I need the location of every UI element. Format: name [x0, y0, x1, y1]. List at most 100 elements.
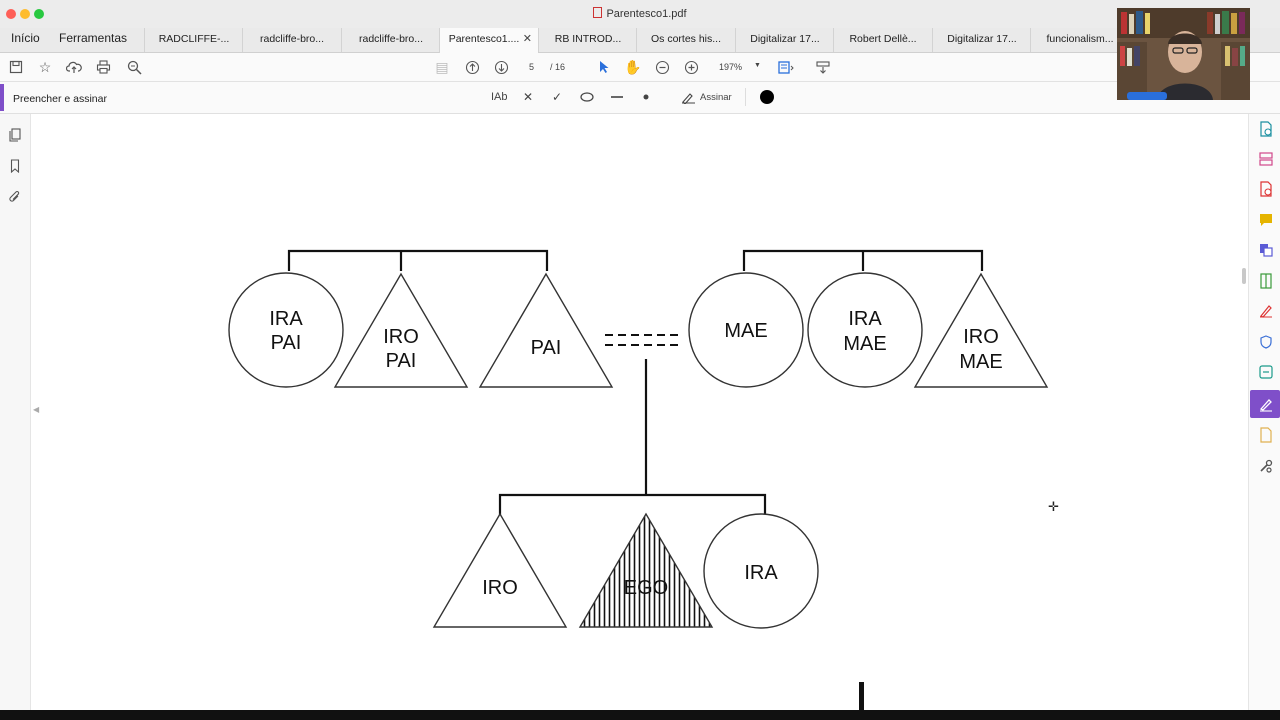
zoom-window-button[interactable]	[34, 9, 44, 19]
bookmark-icon[interactable]	[7, 158, 23, 174]
select-cursor-icon[interactable]	[594, 57, 614, 77]
doc-tab[interactable]: Robert Dellè...	[833, 28, 932, 52]
doc-tab[interactable]: Digitalizar 17...	[735, 28, 834, 52]
label-iro-mae-2: MAE	[959, 351, 1002, 373]
request-signature-icon[interactable]	[1258, 427, 1274, 443]
doc-tab[interactable]: RB INTROD...	[538, 28, 637, 52]
doc-tab[interactable]: RADCLIFFE-...	[144, 28, 243, 52]
compress-icon[interactable]	[1258, 273, 1274, 289]
attachment-icon[interactable]	[7, 189, 23, 205]
node-pai-triangle	[478, 272, 614, 388]
mother-sibling-bracket	[742, 249, 984, 271]
divider	[745, 88, 746, 106]
title-bar: Parentesco1.pdf	[0, 0, 1280, 29]
left-sidebar	[0, 114, 31, 720]
node-mae-circle	[688, 272, 804, 388]
label-pai: PAI	[531, 337, 562, 359]
fit-page-icon[interactable]	[776, 57, 796, 77]
ink-color-swatch[interactable]	[760, 90, 774, 104]
pdf-file-icon	[593, 7, 603, 18]
close-tab-icon[interactable]: ✕	[522, 33, 532, 45]
save-icon[interactable]	[6, 57, 26, 77]
marriage-symbol	[605, 334, 682, 346]
vertical-scrollbar[interactable]	[1242, 268, 1246, 284]
label-ira-pai-2: PAI	[271, 332, 302, 354]
combine-files-icon[interactable]	[1258, 242, 1274, 258]
children-bracket	[498, 493, 767, 515]
export-pdf-icon[interactable]	[1258, 181, 1274, 197]
father-sibling-bracket	[287, 249, 549, 271]
close-window-button[interactable]	[6, 9, 16, 19]
minimize-window-button[interactable]	[20, 9, 30, 19]
label-iro: IRO	[482, 577, 518, 599]
ellipse-tool[interactable]	[580, 89, 594, 105]
chevron-down-icon[interactable]: ▼	[754, 62, 761, 69]
print-icon[interactable]	[93, 57, 113, 77]
scan-ocr-icon[interactable]	[1258, 364, 1274, 380]
partial-line-bottom	[859, 682, 864, 710]
scroll-mode-icon[interactable]	[813, 57, 833, 77]
collapse-sidebar-icon[interactable]: ◀	[33, 405, 40, 414]
page-thumbnail-icon[interactable]: ▤	[435, 58, 449, 75]
comment-icon[interactable]	[1258, 212, 1274, 228]
dot-tool[interactable]	[642, 89, 650, 105]
page-total: / 16	[550, 62, 566, 72]
bottom-edge	[0, 710, 1280, 720]
edit-pen-icon[interactable]	[1258, 303, 1274, 319]
node-iro-pai-triangle	[333, 272, 469, 388]
hand-icon[interactable]: ✋	[624, 58, 642, 75]
node-ego-triangle	[578, 512, 714, 628]
sign-label: Assinar	[700, 91, 732, 103]
label-iro-pai-1: IRO	[383, 326, 419, 348]
node-ira-circle	[703, 513, 819, 629]
page-up-icon[interactable]	[462, 57, 482, 77]
checkmark-tool[interactable]: ✓	[552, 90, 563, 104]
doc-tab[interactable]: radcliffe-bro...	[341, 28, 440, 52]
add-text-tool[interactable]: IAb	[491, 91, 508, 103]
sign-button[interactable]: Assinar	[681, 89, 732, 105]
fill-sign-icon[interactable]	[1258, 397, 1274, 413]
create-pdf-icon[interactable]	[1258, 121, 1274, 137]
label-iro-mae-1: IRO	[963, 326, 999, 348]
doc-tab-active[interactable]: Parentesco1....✕	[439, 28, 538, 53]
nav-tools[interactable]: Ferramentas	[59, 31, 128, 45]
zoom-out-icon[interactable]	[652, 57, 672, 77]
fill-sign-accent	[0, 84, 4, 111]
webcam-overlay	[1117, 8, 1250, 100]
zoom-level-select[interactable]: 197%	[719, 62, 743, 72]
doc-tab[interactable]: Digitalizar 17...	[932, 28, 1031, 52]
node-iro-triangle	[432, 512, 568, 628]
cross-mark-tool[interactable]: ✕	[523, 90, 534, 104]
protect-shield-icon[interactable]	[1258, 334, 1274, 350]
main-toolbar: ☆ ▤ 5 / 16 ✋ 197% ▼	[0, 53, 1280, 82]
tab-bar: Início Ferramentas RADCLIFFE-... radclif…	[0, 28, 1280, 53]
zoom-in-icon[interactable]	[681, 57, 701, 77]
more-tools-icon[interactable]	[1258, 458, 1274, 474]
doc-tab-label: Parentesco1....	[448, 33, 520, 45]
crosshair-cursor-icon: ✛	[1048, 499, 1059, 514]
page-thumbnails-icon[interactable]	[7, 127, 23, 143]
page-down-icon[interactable]	[491, 57, 511, 77]
line-tool[interactable]	[610, 89, 624, 105]
page-number-input[interactable]: 5	[529, 62, 535, 72]
upload-cloud-icon[interactable]	[64, 57, 84, 77]
label-ira-mae-1: IRA	[848, 308, 882, 330]
label-ira-mae-2: MAE	[843, 333, 886, 355]
fill-sign-label: Preencher e assinar	[13, 93, 107, 105]
doc-tab[interactable]: Os cortes his...	[636, 28, 735, 52]
label-ira: IRA	[744, 562, 778, 584]
doc-tab[interactable]: funcionalism...	[1030, 28, 1129, 52]
nav-home[interactable]: Início	[11, 31, 40, 45]
window-title-text: Parentesco1.pdf	[606, 8, 687, 20]
pdf-page: IRA PAI IRO PAI PAI MAE IRA MAE IRO MAE …	[42, 114, 1238, 710]
label-mae: MAE	[724, 320, 767, 342]
organize-pages-icon[interactable]	[1258, 151, 1274, 167]
node-ira-mae-circle	[807, 272, 923, 388]
star-icon[interactable]: ☆	[38, 58, 52, 75]
search-zoom-icon[interactable]	[124, 57, 144, 77]
node-ira-pai-circle	[228, 272, 344, 388]
doc-tab[interactable]: radcliffe-bro...	[242, 28, 341, 52]
fill-sign-bar: Preencher e assinar IAb ✕ ✓ Assinar	[0, 82, 1280, 114]
label-iro-pai-2: PAI	[386, 350, 417, 372]
node-iro-mae-triangle	[913, 272, 1049, 388]
